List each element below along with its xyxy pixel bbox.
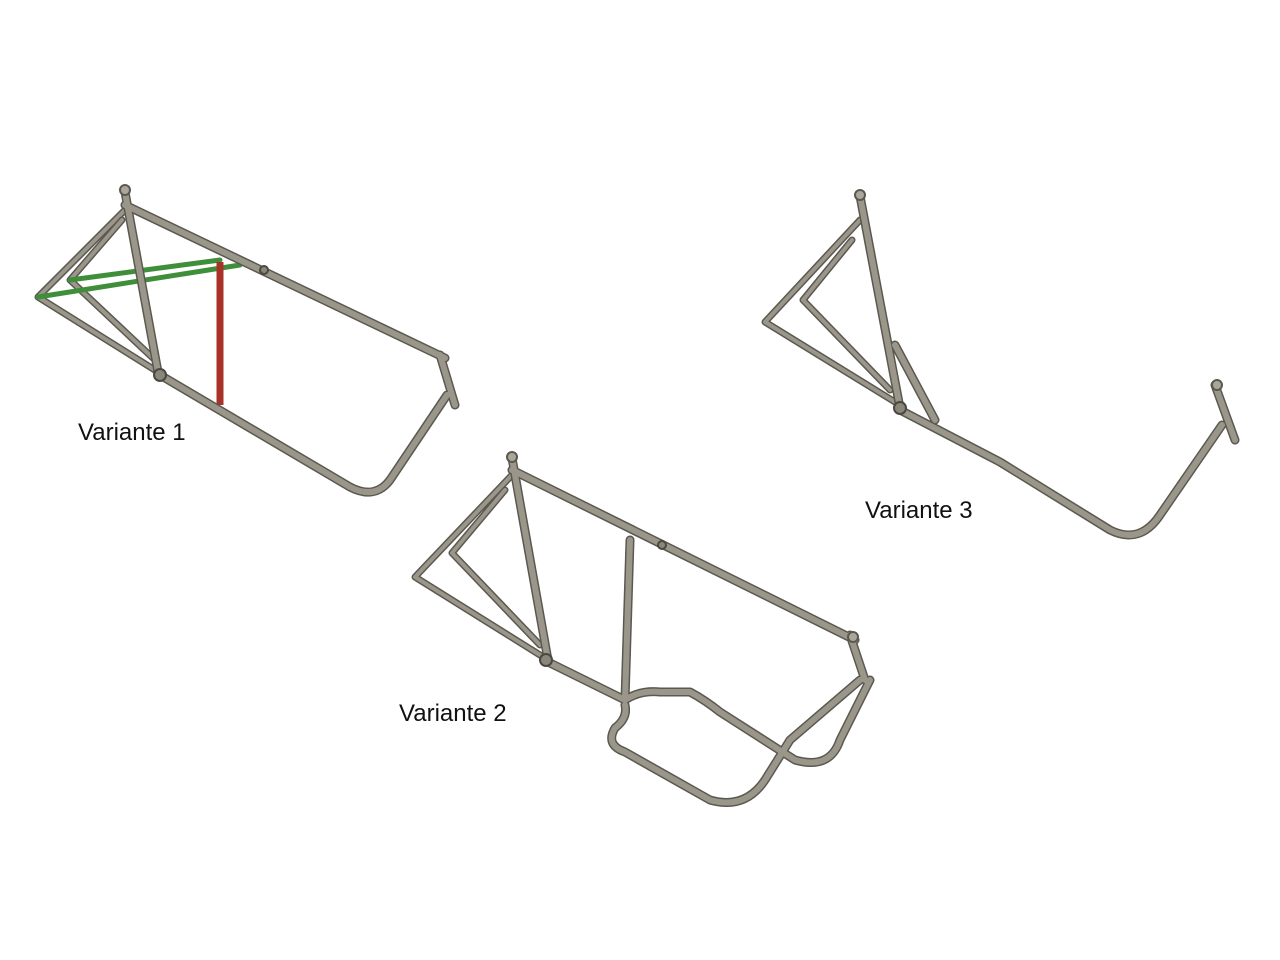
frame-variant-1 [34, 184, 460, 497]
frame-variant-2 [411, 451, 875, 807]
variant-1-label: Variante 1 [78, 419, 186, 446]
variant-3-label: Variante 3 [865, 497, 973, 524]
variant-2-label: Variante 2 [399, 700, 507, 727]
frame-variant-3 [761, 189, 1240, 540]
